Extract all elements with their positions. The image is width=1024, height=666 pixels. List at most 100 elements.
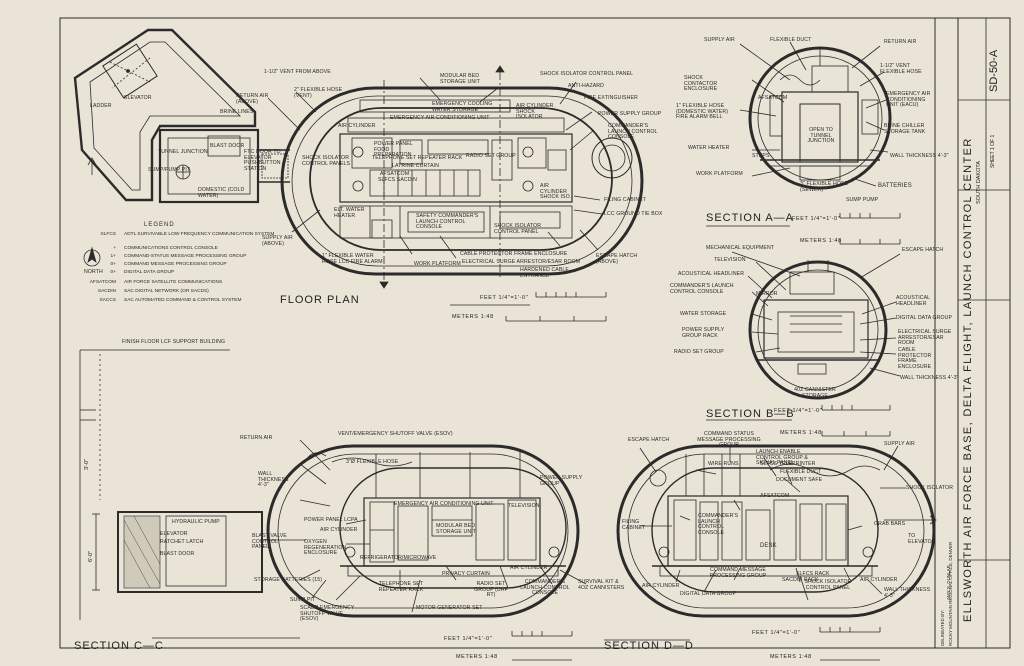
- aa-batteries-label: BATTERIES: [878, 183, 912, 189]
- legend-heading: LEGEND: [144, 222, 175, 228]
- cc-dim-height: 3'-0": [84, 459, 90, 470]
- cc-blast-door-label: BLAST DOOR: [160, 551, 195, 557]
- bb-electrical-surge-label: ELECTRICAL SURGE ARRESTOR/ESAR ROOM: [898, 329, 952, 347]
- section-cc-meters-scale: METERS 1:48: [456, 654, 498, 660]
- legend-value: SAC AUTOMATED COMMAND & CONTROL SYSTEM: [124, 298, 242, 303]
- dd-grab-bars-label: GRAB BARS: [874, 521, 906, 527]
- legend-value: SAC DIGITAL NETWORK (OR SACDS): [124, 289, 209, 294]
- dd-air-cylinder-label: AIR CYLINDER: [642, 583, 680, 589]
- dd-commanders-launch-label: COMMANDER'S LAUNCH CONTROL CONSOLE: [698, 513, 739, 536]
- fp-north-label: NORTH: [84, 269, 103, 275]
- fp-hardened-cable-label: HARDENED CABLE ENTRANCE: [520, 267, 569, 279]
- legend-value: COMMUNICATIONS CONTROL CONSOLE: [124, 246, 218, 251]
- legend-key: +: [113, 246, 116, 251]
- fp-telephone-repeater-label: TELEPHONE SET REPEATER RACK: [372, 155, 463, 161]
- fp-afsatcom-label: AFSATCOM: [380, 171, 410, 177]
- cc-commanders-launch-label: COMMANDER'S LAUNCH CONTROL CONSOLE: [520, 579, 570, 597]
- legend-value: AIR FORCE SATELLITE COMMUNICATIONS: [124, 280, 223, 285]
- cc-flexible-hose-label: 3"Ø FLEXIBLE HOSE: [346, 459, 399, 465]
- section-aa-meters-scale: METERS 1:48: [800, 238, 842, 244]
- cc-survival-kit-label: SURVIVAL KIT & 4OZ CANNISTERS: [578, 579, 625, 591]
- cc-oxygen-regen-label: OXYGEN REGENERATION ENCLOSURE: [304, 539, 347, 557]
- bb-cable-protector-label: CABLE PROTECTOR FRAME ENCLOSURE: [898, 347, 932, 370]
- cc-scaer-valve-label: SCAER EMERGENCY SHUTOFF VALVE (ESOV): [300, 605, 355, 623]
- legend-value: DIGITAL DATA GROUP: [124, 270, 175, 275]
- bb-acoustical-headliner-r-label: ACOUSTICAL HEADLINER: [896, 295, 930, 307]
- bb-escape-hatch-label: ESCAPE HATCH: [902, 247, 944, 253]
- cc-elevator-label: ELEVATOR: [160, 531, 188, 537]
- floor-plan-feet-scale: FEET 1/4"=1'-0": [480, 295, 529, 301]
- footer-delineated: DELINEATED BY:: [940, 609, 945, 646]
- dd-air-cylinder-r-label: AIR CYLINDER: [860, 577, 898, 583]
- dd-wall-thickness-label: WALL THICKNESS 4'-3": [884, 587, 931, 599]
- fp-latrine-curtain-label: LATRINE CURTAIN: [392, 163, 440, 169]
- cc-modular-bed-label: MODULAR BED STORAGE UNIT: [436, 523, 477, 535]
- dd-to-elevator-label: TO ELEVATOR: [908, 533, 936, 545]
- aa-work-platform-label: WORK PLATFORM: [696, 171, 743, 177]
- section-dd-meters-scale: METERS 1:48: [770, 654, 812, 660]
- floor-plan-meters-scale: METERS 1:48: [452, 314, 494, 320]
- dd-wire-runs-label: WIRE RUNS: [708, 461, 739, 467]
- fp-filing-cabinet-label: FILING CABINET: [604, 197, 647, 203]
- dd-escape-hatch-label: ESCAPE HATCH: [628, 437, 670, 443]
- cc-ratchet-latch-label: RATCHET LATCH: [160, 539, 204, 545]
- aa-shock-contactor-label: SHOCK CONTACTOR ENCLOSURE: [684, 75, 718, 93]
- aa-flexible-duct-label: FLEXIBLE DUCT: [770, 37, 812, 43]
- legend-key: SACDIN: [97, 289, 116, 294]
- aa-vent-hose-label: 1-1/2" VENT FLEXIBLE HOSE: [880, 63, 922, 75]
- dd-digital-data-label: DIGITAL DATA GROUP: [680, 591, 737, 597]
- cc-telephone-set-label: TELEPHONE SET REPEATER RACK: [378, 581, 424, 593]
- fp-safety-commanders-label: SAFETY COMMANDER'S LAUNCH CONTROL CONSOL…: [416, 213, 479, 231]
- cc-radio-set-label: RADIO SET GROUP (UHF RT): [474, 581, 508, 599]
- bb-wall-thickness-label: WALL THICKNESS 4'-3": [900, 375, 959, 381]
- cc-storage-batteries-label: STORAGE BATTERIES (15): [254, 577, 323, 583]
- legend-key: 0+: [110, 270, 116, 275]
- cc-privacy-curtain-label: PRIVACY CURTAIN: [442, 571, 490, 577]
- bb-digital-data-label: DIGITAL DATA GROUP: [896, 315, 953, 321]
- dd-supply-air-label: SUPPLY AIR: [884, 441, 915, 447]
- dd-command-status-label: COMMAND STATUS MESSAGE PROCESSING GROUP: [697, 431, 761, 449]
- cc-return-air-label: RETURN AIR: [240, 435, 273, 441]
- fp-elt-water-heater-label: ELT. WATER HEATER: [334, 207, 365, 219]
- dd-slfcs-teleprinter-label: SLFCS TELEPRINTER: [760, 461, 816, 467]
- dd-command-message-label: COMMAND MESSAGE PROCESSING GROUP: [709, 567, 767, 579]
- fp-emergency-ac-label: EMERGENCY AIR CONDITIONING UNIT: [390, 115, 490, 121]
- section-cc-drawing: [79, 349, 587, 661]
- fp-power-supply-group-label: POWER SUPPLY GROUP: [598, 111, 662, 117]
- fp-shock-iso-panel2-label: SHOCK ISOLATOR CONTROL PANEL: [494, 223, 542, 235]
- section-dd-drawing: [604, 444, 937, 661]
- floor-plan-drawing: [73, 28, 644, 289]
- fp-return-air-label: RETURN AIR (ABOVE): [236, 93, 269, 105]
- section-aa-drawing: [706, 41, 901, 245]
- cc-hydraulic-pump-label: HYDRAULIC PUMP: [172, 519, 220, 525]
- fp-shock-isolator-panel-label: SHOCK ISOLATOR CONTROL PANEL: [540, 71, 634, 77]
- fp-air-cylinder-shock-label: AIR CYLINDER SHOCK ISOLATOR: [516, 103, 554, 121]
- dd-shock-isolator-label: SHOCK ISOLATOR: [906, 485, 954, 491]
- bb-water-storage-label: WATER STORAGE: [680, 311, 727, 317]
- cc-television-label: TELEVISION: [508, 503, 540, 509]
- legend-value: COMMAND MESSAGE PROCESSING GROUP: [124, 262, 227, 267]
- sheet-border: [59, 17, 1011, 649]
- title-block-location: SOUTH DAKOTA: [976, 161, 982, 204]
- aa-afsatcom-label: AFSATCOM: [758, 95, 788, 101]
- bb-commanders-launch-label: COMMANDER'S LAUNCH CONTROL CONSOLE: [670, 283, 734, 295]
- cc-wall-thickness-label: WALL THICKNESS 4'-3": [258, 471, 289, 489]
- dd-sacdin-rack-label: SACDIN RACK: [782, 577, 819, 583]
- cc-vent-valve-label: VENT/EMERGENCY SHUTOFF VALVE (ESOV): [338, 431, 453, 437]
- dd-shock-isolator-panel-label: SHOCK ISOLATOR CONTROL PANEL: [804, 579, 852, 591]
- aa-sump-pump-label: SUMP PUMP: [846, 197, 879, 203]
- aa-emergency-ac-label: EMERGENCY AIR CONDITIONING UNIT (EACU): [886, 91, 931, 109]
- dd-flexible-duct-label: FLEXIBLE DUCT: [780, 469, 822, 475]
- cc-sump-pit-label: SUMP PIT: [290, 597, 316, 603]
- title-block-survey-no: SD-50-A: [988, 49, 1000, 92]
- section-dd-feet-scale: FEET 1/4"=1'-0": [752, 630, 801, 636]
- fp-ladder-label: LADDER: [90, 103, 112, 109]
- fp-water-hose-label: 1" FLEXIBLE WATER HOSE LCC FIRE ALARM: [322, 253, 383, 265]
- fp-brine-lines-label: BRINE LINES: [220, 109, 254, 115]
- section-aa-title: SECTION A—A: [706, 212, 795, 224]
- fp-air-cylinder-iso-label: AIR CYLINDER SHOCK ISO.: [540, 183, 572, 201]
- fp-power-panel-label: POWER PANEL FOOD PREPARATION: [374, 141, 413, 159]
